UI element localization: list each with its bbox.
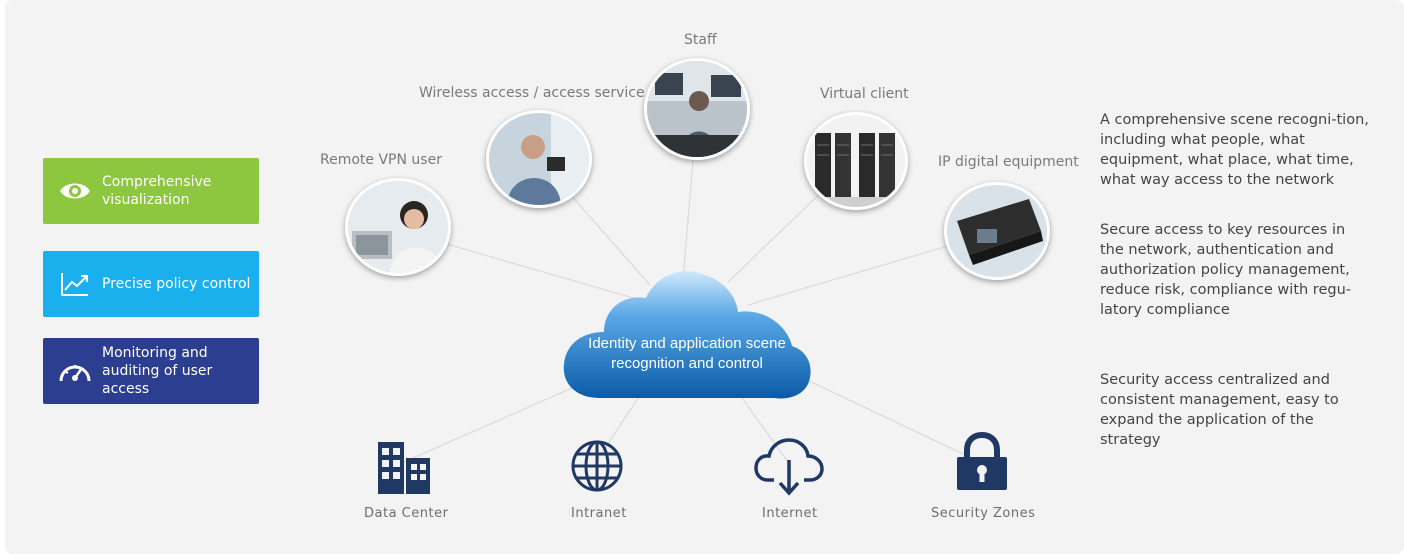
node-label-virtual: Virtual client <box>820 86 909 102</box>
description-secure-access: Secure access to key resources in the ne… <box>1100 222 1351 318</box>
trend-chart-icon <box>57 266 93 302</box>
feature-card-visualization[interactable]: Comprehensive visualization <box>43 158 259 224</box>
feature-label: Comprehensive visualization <box>102 174 212 208</box>
vpn-user-photo <box>345 178 451 276</box>
resource-label-intranet: Intranet <box>571 506 627 521</box>
cloud-title: Identity and application scene recogniti… <box>560 334 814 374</box>
node-label-ip: IP digital equipment <box>938 154 1079 170</box>
padlock-icon <box>954 431 1010 496</box>
feature-label: Precise policy control <box>102 276 251 292</box>
resource-label-internet: Internet <box>762 506 818 521</box>
staff-photo <box>644 58 750 160</box>
node-label-staff: Staff <box>684 32 717 48</box>
node-label-vpn: Remote VPN user <box>320 152 442 168</box>
line-internet <box>739 394 789 463</box>
description-scene-recognition: A comprehensive scene recogni-tion, incl… <box>1100 112 1369 188</box>
feature-card-policy[interactable]: Precise policy control <box>43 251 259 317</box>
line-security <box>789 371 981 463</box>
line-intranet <box>595 394 641 463</box>
resource-label-datacenter: Data Center <box>364 506 449 521</box>
wireless-photo <box>486 110 592 208</box>
speedometer-icon <box>57 353 93 389</box>
node-label-wireless: Wireless access / access service <box>419 85 645 101</box>
feature-label: Monitoring and auditing of user access <box>102 345 213 397</box>
feature-card-monitoring[interactable]: Monitoring and auditing of user access <box>43 338 259 404</box>
globe-icon <box>569 438 625 498</box>
building-icon <box>376 440 432 500</box>
cloud-title-line2: recognition and control <box>611 355 763 372</box>
cloud-download-icon <box>754 438 824 500</box>
central-cloud: Identity and application scene recogniti… <box>560 266 814 402</box>
resource-label-security: Security Zones <box>931 506 1036 521</box>
virtual-client-photo <box>804 112 908 210</box>
description-centralized-management: Security access centralized and consiste… <box>1100 372 1339 448</box>
cloud-title-line1: Identity and application scene <box>588 335 786 352</box>
line-datacenter <box>403 379 591 463</box>
eye-icon <box>57 173 93 209</box>
ip-equipment-photo <box>944 182 1050 280</box>
